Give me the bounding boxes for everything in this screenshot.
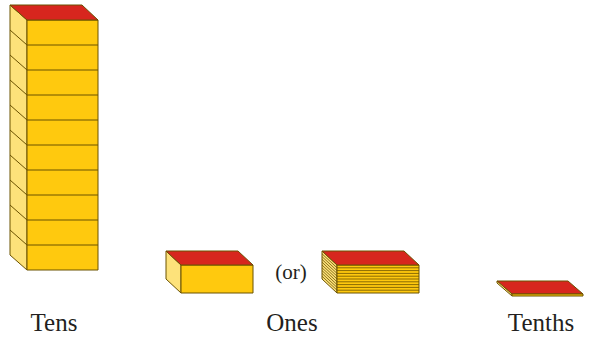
place-value-label: Tenths xyxy=(508,310,574,335)
place-value-label: Ones xyxy=(266,310,317,335)
place-value-label: Tens xyxy=(31,310,78,335)
tens-rod xyxy=(10,5,98,270)
ones-block xyxy=(166,251,253,293)
tenth-flat xyxy=(497,281,583,296)
connector-word: (or) xyxy=(275,262,306,283)
tenths-stack xyxy=(322,251,419,293)
